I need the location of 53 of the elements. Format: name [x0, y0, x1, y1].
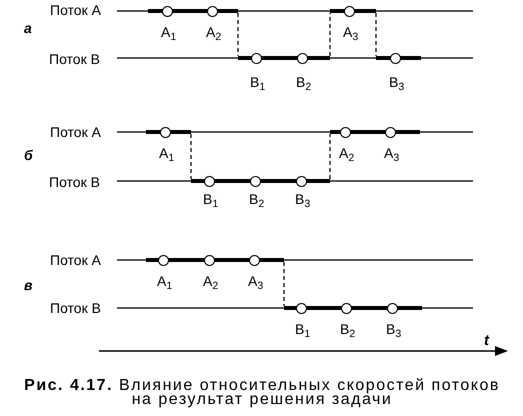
marker-label: A$_{1}$ [161, 25, 176, 39]
marker-label: B$_{1}$ [203, 192, 218, 206]
event-marker [206, 6, 218, 16]
dashed-connector [283, 262, 285, 306]
panel-letter: в [24, 278, 32, 292]
marker-label: A$_{1}$ [157, 274, 172, 288]
stream-label: Поток А [50, 125, 101, 139]
event-marker [296, 52, 308, 64]
event-marker [248, 254, 260, 266]
stream-label: Поток А [50, 3, 101, 17]
marker-label: A$_{2}$ [339, 146, 354, 160]
event-marker [390, 52, 400, 64]
marker-label: A$_{3}$ [343, 25, 358, 39]
marker-label: B$_{3}$ [295, 192, 310, 206]
marker-label: B$_{2}$ [340, 322, 356, 336]
panel-letter: б [24, 148, 33, 162]
dashed-connector [329, 134, 331, 179]
marker-label: A$_{3}$ [248, 274, 264, 288]
event-marker [204, 176, 214, 186]
figure-caption: Рис. 4.17. Влияние относительных скоростей потоков на результат решения задачи [23, 379, 501, 407]
event-marker [204, 254, 214, 266]
dashed-connector [329, 13, 331, 56]
stream-label: Поток В [49, 175, 100, 189]
marker-label: A$_{2}$ [203, 274, 218, 288]
dashed-connector [237, 13, 239, 56]
event-marker [250, 176, 260, 186]
marker-label: B$_{1}$ [250, 75, 266, 89]
marker-label: A$_{2}$ [206, 25, 222, 39]
marker-label: B$_{3}$ [389, 75, 404, 89]
marker-label: A$_{1}$ [159, 146, 174, 160]
event-marker [250, 52, 262, 64]
axis-label: t [484, 333, 489, 348]
event-marker [160, 126, 170, 138]
event-marker [340, 302, 352, 314]
event-marker [386, 302, 398, 314]
event-marker [340, 126, 350, 138]
dashed-connector [375, 13, 377, 56]
event-marker [296, 176, 306, 186]
event-marker [162, 6, 172, 16]
marker-label: B$_{2}$ [249, 192, 264, 206]
stream-label: Поток А [50, 253, 101, 267]
marker-label: B$_{1}$ [295, 322, 310, 336]
panel-letter: а [24, 21, 32, 35]
dashed-connector [190, 134, 192, 179]
event-marker [296, 302, 306, 314]
event-marker [344, 6, 354, 16]
event-marker [158, 254, 168, 266]
event-marker [384, 126, 396, 138]
stream-label: Поток В [49, 52, 100, 66]
marker-label: B$_{2}$ [296, 75, 312, 89]
marker-label: A$_{3}$ [384, 146, 400, 160]
marker-label: B$_{3}$ [386, 322, 402, 336]
stream-label: Поток В [50, 301, 101, 315]
